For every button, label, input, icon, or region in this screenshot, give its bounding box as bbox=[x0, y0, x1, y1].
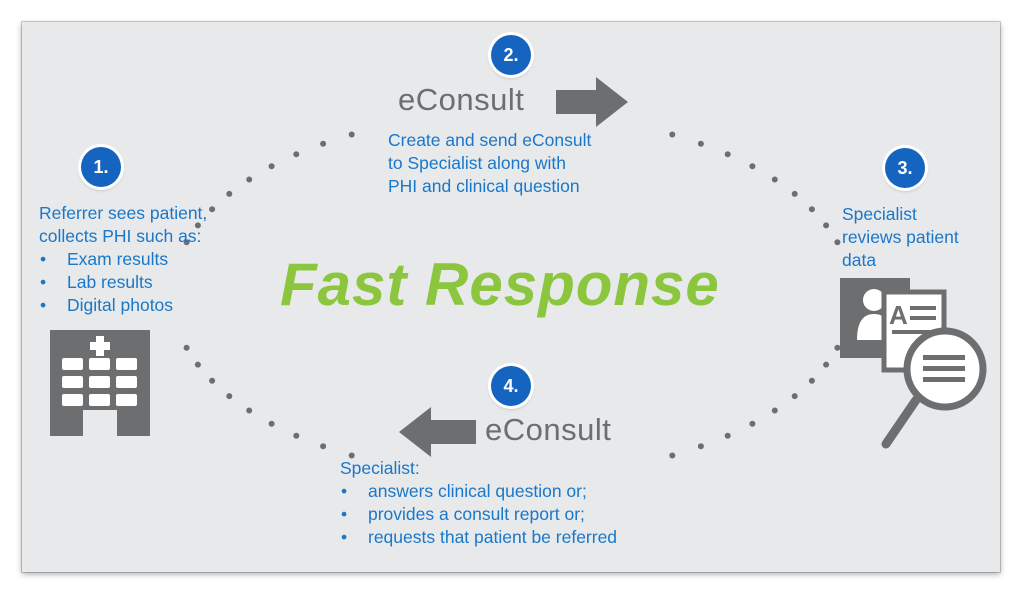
step-1-text: Referrer sees patient, collects PHI such… bbox=[39, 202, 207, 317]
step-3-text: Specialist reviews patient data bbox=[842, 203, 959, 272]
step-1-heading: Referrer sees patient, bbox=[39, 203, 208, 223]
step-3-line: reviews patient bbox=[842, 227, 959, 247]
list-item: Digital photos bbox=[39, 294, 207, 317]
step-4-badge: 4. bbox=[491, 366, 531, 406]
list-item: Exam results bbox=[39, 248, 207, 271]
step-2-line: PHI and clinical question bbox=[388, 176, 580, 196]
step-1-heading-2: collects PHI such as: bbox=[39, 226, 202, 246]
center-title: Fast Response bbox=[280, 251, 720, 318]
step-2-text: Create and send eConsult to Specialist a… bbox=[388, 129, 591, 198]
step-4-econsult-label: eConsult bbox=[485, 412, 612, 447]
step-3-line: Specialist bbox=[842, 204, 917, 224]
svg-text:A: A bbox=[889, 300, 908, 330]
list-item: Lab results bbox=[39, 271, 207, 294]
step-1-list: Exam results Lab results Digital photos bbox=[39, 248, 207, 317]
step-4-heading: Specialist: bbox=[340, 458, 420, 478]
list-item: requests that patient be referred bbox=[340, 526, 617, 549]
step-3-badge: 3. bbox=[885, 148, 925, 188]
step-4-text: Specialist: answers clinical question or… bbox=[340, 457, 617, 549]
step-3-line: data bbox=[842, 250, 877, 270]
step-2-line: Create and send eConsult bbox=[388, 130, 592, 150]
list-item: answers clinical question or; bbox=[340, 480, 617, 503]
step-2-econsult-label: eConsult bbox=[398, 82, 525, 117]
step-4-list: answers clinical question or; provides a… bbox=[340, 480, 617, 549]
step-1-badge: 1. bbox=[81, 147, 121, 187]
step-2-line: to Specialist along with bbox=[388, 153, 567, 173]
list-item: provides a consult report or; bbox=[340, 503, 617, 526]
step-2-badge: 2. bbox=[491, 35, 531, 75]
